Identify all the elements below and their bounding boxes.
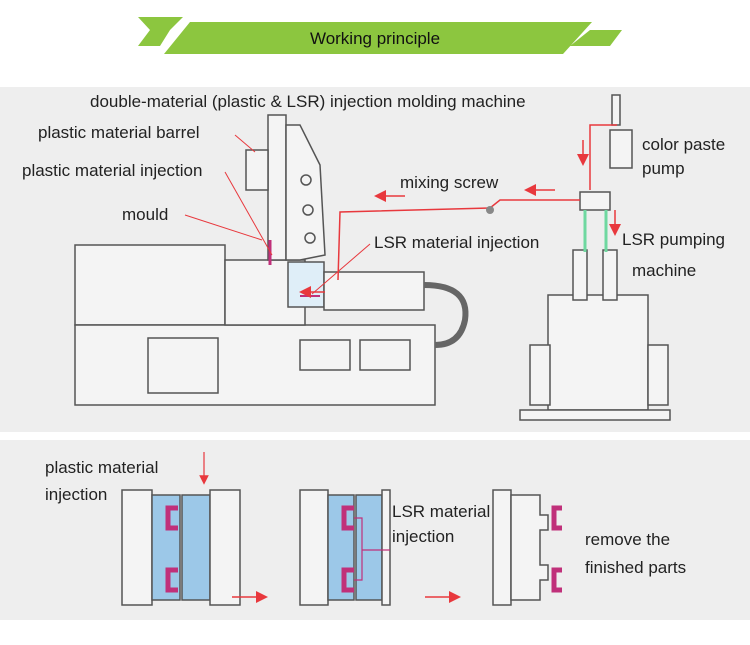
lsr-pumping-label-2: machine	[632, 261, 696, 280]
banner-right-flag	[570, 30, 622, 46]
step1-mold	[121, 489, 241, 606]
step3-finished-part-top	[551, 505, 562, 531]
step1-label-1: plastic material	[45, 458, 158, 477]
mould-label: mould	[122, 205, 168, 224]
leader-barrel	[234, 134, 256, 153]
machine-title-label: double-material (plastic & LSR) injectio…	[90, 92, 526, 111]
step2-label-2: injection	[392, 527, 454, 546]
plastic-injection-label: plastic material injection	[22, 161, 202, 180]
mixing-screw-label: mixing screw	[400, 173, 499, 192]
step1-label-2: injection	[45, 485, 107, 504]
base-panel-mid1	[299, 339, 351, 371]
page-title: Working principle	[309, 29, 441, 48]
plastic-barrel	[245, 149, 269, 191]
hydraulic-hose	[423, 282, 469, 348]
base-panel-mid2	[359, 339, 411, 371]
step1-left-platen	[121, 489, 153, 606]
mould-block	[287, 261, 325, 308]
pump-side-right	[647, 344, 669, 406]
color-paste-feeder	[611, 94, 621, 126]
step2-part-top	[341, 505, 354, 531]
step1-part-top	[165, 505, 178, 531]
frame-bolt-1	[300, 174, 312, 186]
pump-base	[519, 409, 671, 421]
pump-cabinet	[547, 294, 649, 411]
banner-main-band	[164, 22, 592, 54]
step3-label-2: finished parts	[585, 558, 686, 577]
frame-bolt-3	[304, 232, 316, 244]
step3-label-1: remove the	[585, 530, 670, 549]
step2-lsr-path	[354, 517, 363, 581]
pump-cylinder-right	[602, 249, 618, 301]
step2-mold	[299, 489, 391, 606]
step3-left-platen	[492, 489, 512, 606]
banner-left-flag	[138, 17, 183, 30]
step2-label-1: LSR material	[392, 502, 490, 521]
frame-bolt-2	[302, 204, 314, 216]
step1-right-platen	[209, 489, 241, 606]
leader-lsr-injection	[311, 243, 371, 295]
color-paste-label-1: color paste	[642, 135, 725, 154]
plastic-barrel-label: plastic material barrel	[38, 123, 200, 142]
banner-left-flag-lower	[138, 30, 170, 46]
mixing-screw-icon	[486, 206, 494, 214]
pump-side-left	[529, 344, 551, 406]
color-paste-pump	[609, 129, 633, 169]
color-paste-line	[589, 124, 617, 190]
step3-mold	[492, 489, 549, 606]
pump-cylinder-left	[572, 249, 588, 301]
step1-part-bottom	[165, 567, 178, 593]
color-paste-label-2: pump	[642, 159, 685, 178]
lsr-injection-label: LSR material injection	[374, 233, 539, 252]
base-panel-left	[147, 337, 219, 394]
plastic-barrel-column	[267, 114, 287, 261]
vertical-injection-frame	[285, 124, 326, 261]
lsr-injection-unit	[323, 271, 425, 311]
step2-left-half	[327, 494, 355, 601]
step2-right-half	[355, 494, 383, 601]
step3-finished-part-bottom	[551, 567, 562, 593]
step2-left-platen	[299, 489, 329, 606]
leader-lines	[184, 134, 371, 295]
lsr-pumping-machine	[519, 94, 671, 421]
step2-part-bottom	[341, 567, 354, 593]
leader-plastic-injection	[224, 171, 273, 256]
mixing-valve	[579, 191, 611, 211]
machine-control-cabinet	[74, 244, 226, 326]
injection-molding-machine	[74, 114, 469, 406]
lsr-pumping-label-1: LSR pumping	[622, 230, 725, 249]
working-principle-diagram: double-material (plastic & LSR) injectio…	[0, 87, 750, 620]
step1-right-half	[181, 494, 211, 601]
step2-right-platen	[381, 489, 391, 606]
step3-open-half	[510, 494, 549, 601]
banner-shape	[138, 17, 622, 54]
leader-mould	[184, 214, 263, 241]
banner: Working principle	[0, 0, 750, 70]
